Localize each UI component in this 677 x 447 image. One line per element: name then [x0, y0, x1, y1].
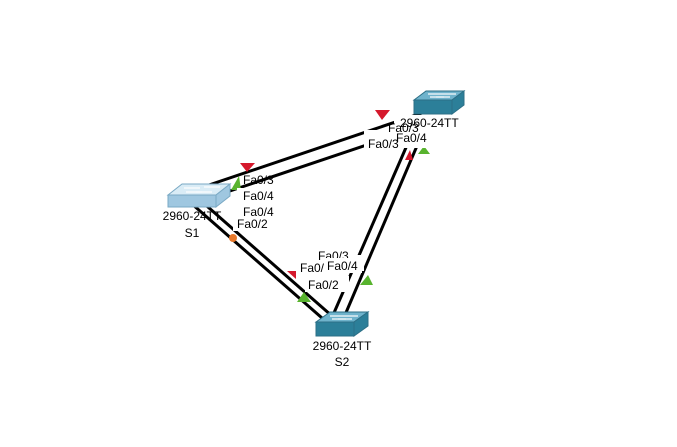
port-label-s1-fa04-lower: Fa0/4 — [243, 205, 274, 219]
port-label-s1-fa03: Fa0/3 — [243, 173, 274, 187]
status-light-s2-fa03 — [287, 271, 296, 279]
switch-front-face — [315, 321, 355, 337]
status-light-s1-fa02 — [229, 234, 237, 242]
device-s2[interactable]: 2960-24TT S2 — [313, 311, 372, 369]
device-model-label: 2960-24TT — [313, 339, 372, 353]
status-light-s2-fa02 — [297, 292, 311, 302]
arrows-icon — [184, 186, 220, 193]
switch-side-face — [451, 90, 465, 115]
link-s3-s2-b[interactable] — [340, 119, 430, 323]
port-label-s3-fa04: Fa0/4 — [396, 131, 427, 145]
port-labels: Fa0/3 Fa0/4 Fa0/4 Fa0/2 Fa0/3 Fa0/3 Fa0/… — [233, 121, 448, 292]
port-label-background — [324, 258, 362, 273]
port-label-background — [364, 130, 448, 148]
status-light-s2-fa04 — [360, 275, 373, 285]
device-s1[interactable]: 2960-24TT S1 — [163, 182, 232, 240]
switch-front-face — [413, 99, 453, 115]
device-model-label: 2960-24TT — [400, 116, 459, 130]
port-label-background — [237, 188, 283, 202]
device-name-label: S2 — [335, 355, 350, 369]
switch-side-face — [353, 311, 369, 337]
port-label-s3-fa03-lower: Fa0/3 — [368, 137, 399, 151]
port-label-s1-fa02: Fa0/2 — [237, 217, 268, 231]
port-label-s3-fa03: Fa0/3 — [388, 121, 419, 135]
arrows-icon — [330, 315, 358, 320]
links — [191, 109, 433, 323]
port-label-background — [305, 276, 349, 292]
status-light-s1-fa04 — [231, 176, 241, 190]
switch-side-face — [215, 182, 231, 209]
device-model-label: 2960-24TT — [163, 209, 222, 223]
link-s1-s2-b[interactable] — [199, 198, 333, 318]
switch-icon[interactable] — [314, 311, 370, 337]
port-label-s2-fa03-lower: Fa0/3 — [300, 261, 331, 275]
status-light-s3-fa03 — [375, 110, 390, 120]
port-label-s2-fa04: Fa0/4 — [327, 259, 358, 273]
port-label-s1-fa04: Fa0/4 — [243, 189, 274, 203]
switch-front-face — [167, 194, 217, 208]
device-label-background — [394, 115, 479, 130]
status-light-s3-fa03-right — [418, 146, 430, 154]
status-light-s3-fa04 — [405, 150, 413, 160]
link-status-lights — [229, 110, 430, 302]
device-name-label: S1 — [185, 226, 200, 240]
switch-icon[interactable] — [412, 90, 466, 115]
status-light-s1-fa03 — [240, 163, 255, 172]
device-s3[interactable]: 2960-24TT — [394, 90, 479, 130]
arrows-icon — [428, 93, 456, 98]
port-label-s2-fa02: Fa0/2 — [308, 278, 339, 292]
switch-icon[interactable] — [166, 182, 232, 209]
port-label-background — [233, 216, 279, 231]
link-s1-s3-a[interactable] — [202, 109, 429, 189]
